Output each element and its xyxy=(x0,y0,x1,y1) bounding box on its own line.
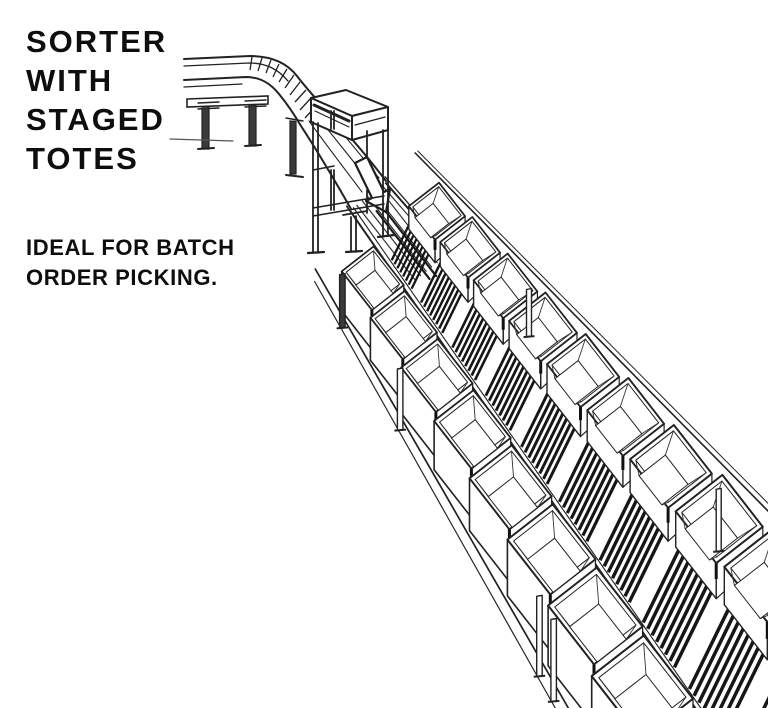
gantry-braces xyxy=(312,165,385,217)
feed-support-structure xyxy=(169,95,304,178)
curve-leg-bracket xyxy=(285,117,304,122)
page-subtitle: IDEAL FOR BATCH ORDER PICKING. xyxy=(26,233,235,293)
support-leg xyxy=(523,287,535,339)
support-leg xyxy=(394,367,406,432)
scanner-slot-line xyxy=(314,110,350,128)
feed-near-rail-line xyxy=(183,83,243,88)
support-leg xyxy=(547,617,560,703)
subtitle-line-2: ORDER PICKING. xyxy=(26,265,218,290)
gantry-legs xyxy=(312,110,389,254)
sorter-run xyxy=(314,150,768,708)
support-leg xyxy=(713,487,725,553)
staged-totes-near-row xyxy=(340,245,696,708)
title-line-1: SORTER xyxy=(26,24,168,59)
feed-inner-edge xyxy=(183,75,352,210)
support-leg xyxy=(201,106,210,150)
support-rail xyxy=(186,95,269,108)
page-title: SORTER WITH STAGED TOTES xyxy=(26,22,167,178)
leg-foot xyxy=(244,144,262,147)
scan-gantry xyxy=(306,89,396,255)
gantry-box-side xyxy=(351,106,389,141)
staged-totes-far-row xyxy=(407,181,768,661)
belt-support-leg xyxy=(342,210,368,254)
title-line-4: TOTES xyxy=(26,141,139,176)
title-line-3: STAGED xyxy=(26,102,165,137)
ground-line xyxy=(169,138,234,142)
support-leg xyxy=(533,594,546,678)
support-leg xyxy=(289,120,297,175)
gantry-side-line xyxy=(354,116,386,126)
feed-belt-surface xyxy=(184,56,316,122)
support-leg xyxy=(336,273,349,330)
leg-foot xyxy=(285,174,304,178)
subtitle-line-1: IDEAL FOR BATCH xyxy=(26,235,235,260)
gantry-foot xyxy=(306,233,396,255)
tote xyxy=(723,531,768,661)
flow-arrow-icon xyxy=(353,155,392,214)
title-line-2: WITH xyxy=(26,63,114,98)
leg-foot xyxy=(197,147,215,150)
tote xyxy=(590,634,695,708)
support-leg xyxy=(248,104,257,147)
